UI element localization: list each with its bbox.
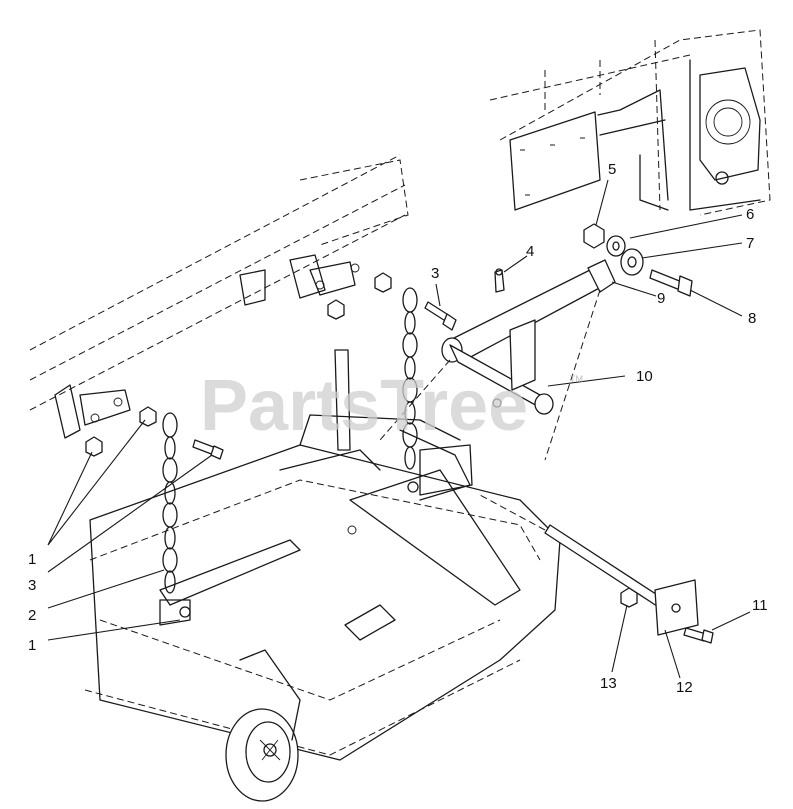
chain-right [402,287,418,470]
callout-5[interactable]: 5 [608,161,616,178]
callout-7[interactable]: 7 [746,235,754,252]
callout-2[interactable]: 2 [28,607,36,624]
callout-3-lower[interactable]: 3 [28,577,36,594]
callout-10[interactable]: 10 [636,368,653,385]
caster-wheel [225,649,301,802]
hardware-parts [85,223,714,644]
deck-frame-rail [29,154,409,439]
callout-12[interactable]: 12 [676,679,693,696]
callout-8[interactable]: 8 [748,310,756,327]
chain-left [162,412,178,594]
mower-deck [84,349,561,761]
callout-3-upper[interactable]: 3 [431,265,439,282]
watermark-text: PartsTree [200,366,528,446]
callout-4[interactable]: 4 [526,243,534,260]
leader-lines [47,179,751,679]
callout-9[interactable]: 9 [657,290,665,307]
callout-13[interactable]: 13 [600,675,617,692]
callout-1-upper[interactable]: 1 [28,551,36,568]
watermark-trademark: TM [570,374,583,384]
hitch-bar-assembly [379,259,616,461]
callout-1-lower[interactable]: 1 [28,637,36,654]
tractor-frame [489,29,771,216]
callout-6[interactable]: 6 [746,206,754,223]
callout-11[interactable]: 11 [752,597,768,614]
